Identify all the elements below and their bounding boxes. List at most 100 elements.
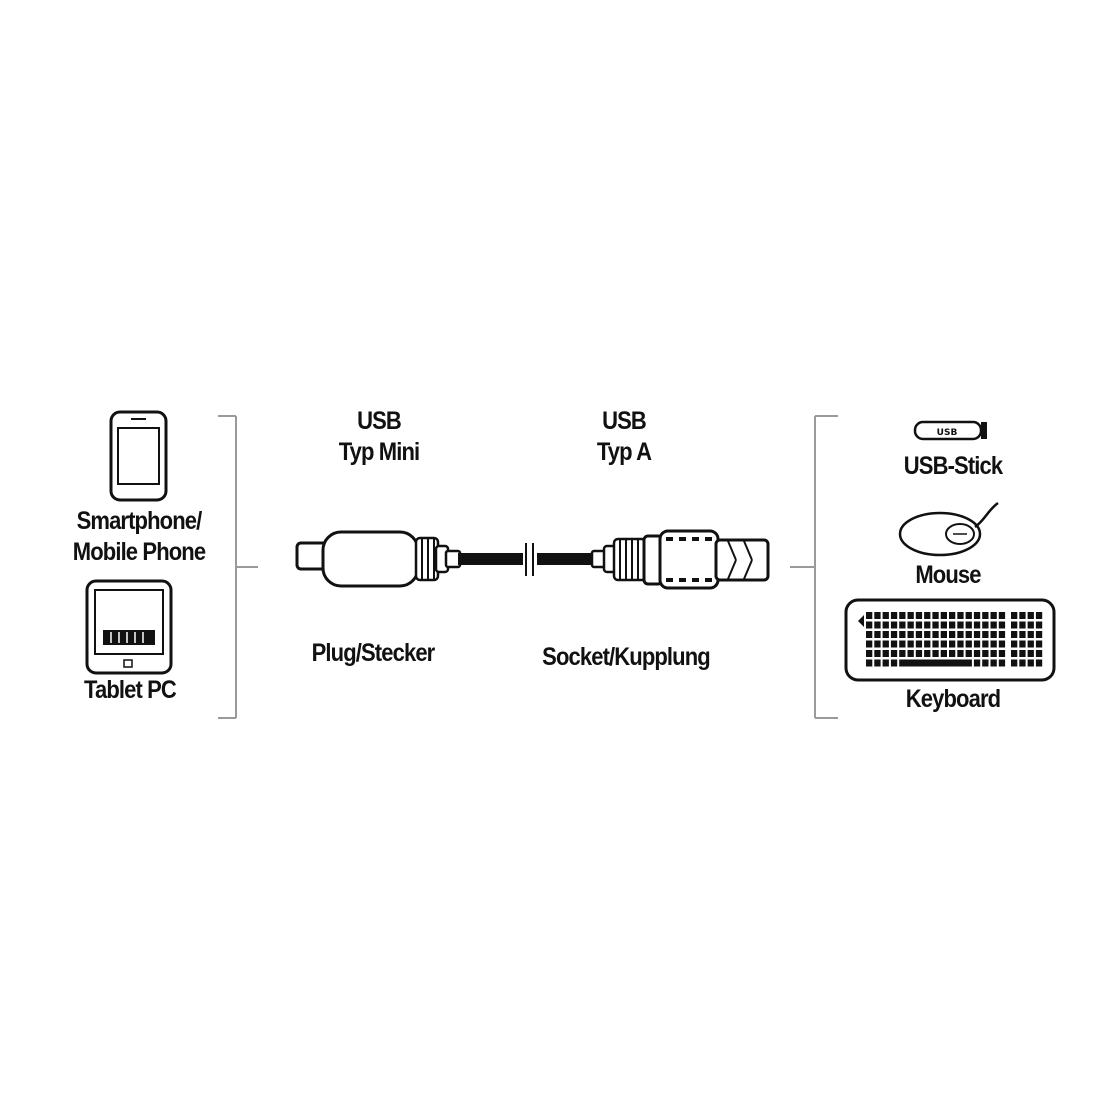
keyboard-key bbox=[907, 621, 914, 629]
keyboard-key bbox=[965, 650, 972, 657]
keyboard-key bbox=[982, 631, 989, 638]
keyboard-key bbox=[899, 640, 906, 648]
keyboard-key bbox=[957, 631, 964, 638]
keyboard-key bbox=[973, 650, 981, 657]
keyboard-key bbox=[940, 612, 947, 619]
keyboard-key bbox=[965, 612, 972, 619]
mouse-icon bbox=[898, 501, 999, 557]
keyboard-key bbox=[907, 612, 914, 619]
keyboard-key bbox=[915, 650, 923, 657]
keyboard-key bbox=[882, 612, 889, 619]
keyboard-key bbox=[965, 631, 972, 638]
keyboard-key bbox=[874, 612, 881, 619]
keyboard-key bbox=[907, 631, 914, 638]
keyboard-key bbox=[874, 650, 881, 657]
keyboard-key bbox=[882, 650, 889, 657]
keyboard-key bbox=[890, 631, 898, 638]
keyboard-key bbox=[1035, 650, 1043, 657]
keyboard-label: Keyboard bbox=[905, 685, 1001, 713]
keyboard-key bbox=[882, 640, 889, 648]
mini-connector-line-2: Typ Mini bbox=[338, 438, 420, 466]
keyboard-key bbox=[907, 640, 914, 648]
keyboard-key bbox=[940, 640, 947, 648]
keyboard-key bbox=[957, 650, 964, 657]
mouse-label: Mouse bbox=[915, 561, 981, 589]
keyboard-key bbox=[957, 621, 964, 629]
keyboard-key bbox=[1011, 612, 1018, 619]
keyboard-key bbox=[899, 650, 906, 657]
keyboard-key bbox=[932, 612, 939, 619]
keyboard-key bbox=[866, 631, 873, 638]
usb-stick-label: USB-Stick bbox=[903, 452, 1003, 480]
keyboard-key bbox=[882, 631, 889, 638]
keyboard-key bbox=[949, 621, 956, 629]
keyboard-key bbox=[1035, 640, 1043, 648]
keyboard-key bbox=[1035, 631, 1043, 638]
keyboard-key bbox=[1027, 650, 1034, 657]
keyboard-key bbox=[882, 659, 889, 667]
keyboard-key bbox=[949, 640, 956, 648]
smartphone-label-line-1: Smartphone/ bbox=[76, 507, 203, 535]
keyboard-key bbox=[1011, 659, 1018, 667]
keyboard-key bbox=[1027, 612, 1034, 619]
keyboard-key bbox=[899, 621, 906, 629]
usb-stick-text: USB bbox=[937, 428, 958, 438]
keyboard-key bbox=[940, 650, 947, 657]
keyboard-key bbox=[899, 612, 906, 619]
keyboard-key bbox=[1011, 631, 1018, 638]
keyboard-key bbox=[990, 631, 997, 638]
keyboard-key bbox=[1035, 612, 1043, 619]
keyboard-key bbox=[866, 640, 873, 648]
keyboard-key bbox=[899, 659, 972, 667]
keyboard-key bbox=[982, 659, 989, 667]
keyboard-key bbox=[874, 621, 881, 629]
keyboard-key bbox=[1035, 621, 1043, 629]
keyboard-key bbox=[924, 631, 931, 638]
keyboard-key bbox=[998, 640, 1006, 648]
keyboard-key bbox=[973, 640, 981, 648]
keyboard-key bbox=[866, 650, 873, 657]
keyboard-key bbox=[915, 612, 923, 619]
keyboard-key bbox=[982, 650, 989, 657]
keyboard-key bbox=[899, 631, 906, 638]
tablet-label: Tablet PC bbox=[84, 676, 177, 704]
keyboard-key bbox=[949, 631, 956, 638]
keyboard-key bbox=[990, 650, 997, 657]
usb-stick-icon: USB bbox=[913, 420, 987, 441]
keyboard-key bbox=[998, 659, 1006, 667]
keyboard-key bbox=[998, 621, 1006, 629]
typea-connector-line-2: Typ A bbox=[596, 438, 652, 466]
keyboard-key bbox=[1019, 659, 1026, 667]
keyboard-key bbox=[990, 659, 997, 667]
keyboard-key bbox=[932, 631, 939, 638]
keyboard-key bbox=[1019, 621, 1026, 629]
keyboard-key bbox=[965, 640, 972, 648]
typea-connector-title: USB Typ A bbox=[578, 406, 670, 468]
mini-connector-title: USB Typ Mini bbox=[325, 406, 432, 468]
typea-connector-line-1: USB bbox=[602, 407, 647, 435]
keyboard-key bbox=[965, 621, 972, 629]
smartphone-label: Smartphone/ Mobile Phone bbox=[65, 506, 213, 568]
keyboard-key bbox=[882, 621, 889, 629]
keyboard-key bbox=[932, 621, 939, 629]
keyboard-key bbox=[1019, 640, 1026, 648]
usb-type-a-socket-icon bbox=[590, 529, 770, 590]
keyboard-key bbox=[915, 640, 923, 648]
keyboard-key bbox=[890, 640, 898, 648]
keyboard-key bbox=[874, 631, 881, 638]
keyboard-key bbox=[982, 640, 989, 648]
typea-connector-role: Socket/Kupplung bbox=[542, 643, 711, 671]
keyboard-key bbox=[915, 621, 923, 629]
keyboard-key bbox=[1019, 631, 1026, 638]
keyboard-key bbox=[990, 640, 997, 648]
keyboard-key bbox=[932, 640, 939, 648]
keyboard-key bbox=[1027, 640, 1034, 648]
smartphone-label-line-2: Mobile Phone bbox=[72, 538, 206, 566]
keyboard-key bbox=[924, 621, 931, 629]
keyboard-key bbox=[949, 612, 956, 619]
keyboard-key bbox=[957, 640, 964, 648]
smartphone-icon bbox=[109, 410, 168, 502]
keyboard-key bbox=[1035, 659, 1043, 667]
left-bracket bbox=[218, 415, 258, 719]
